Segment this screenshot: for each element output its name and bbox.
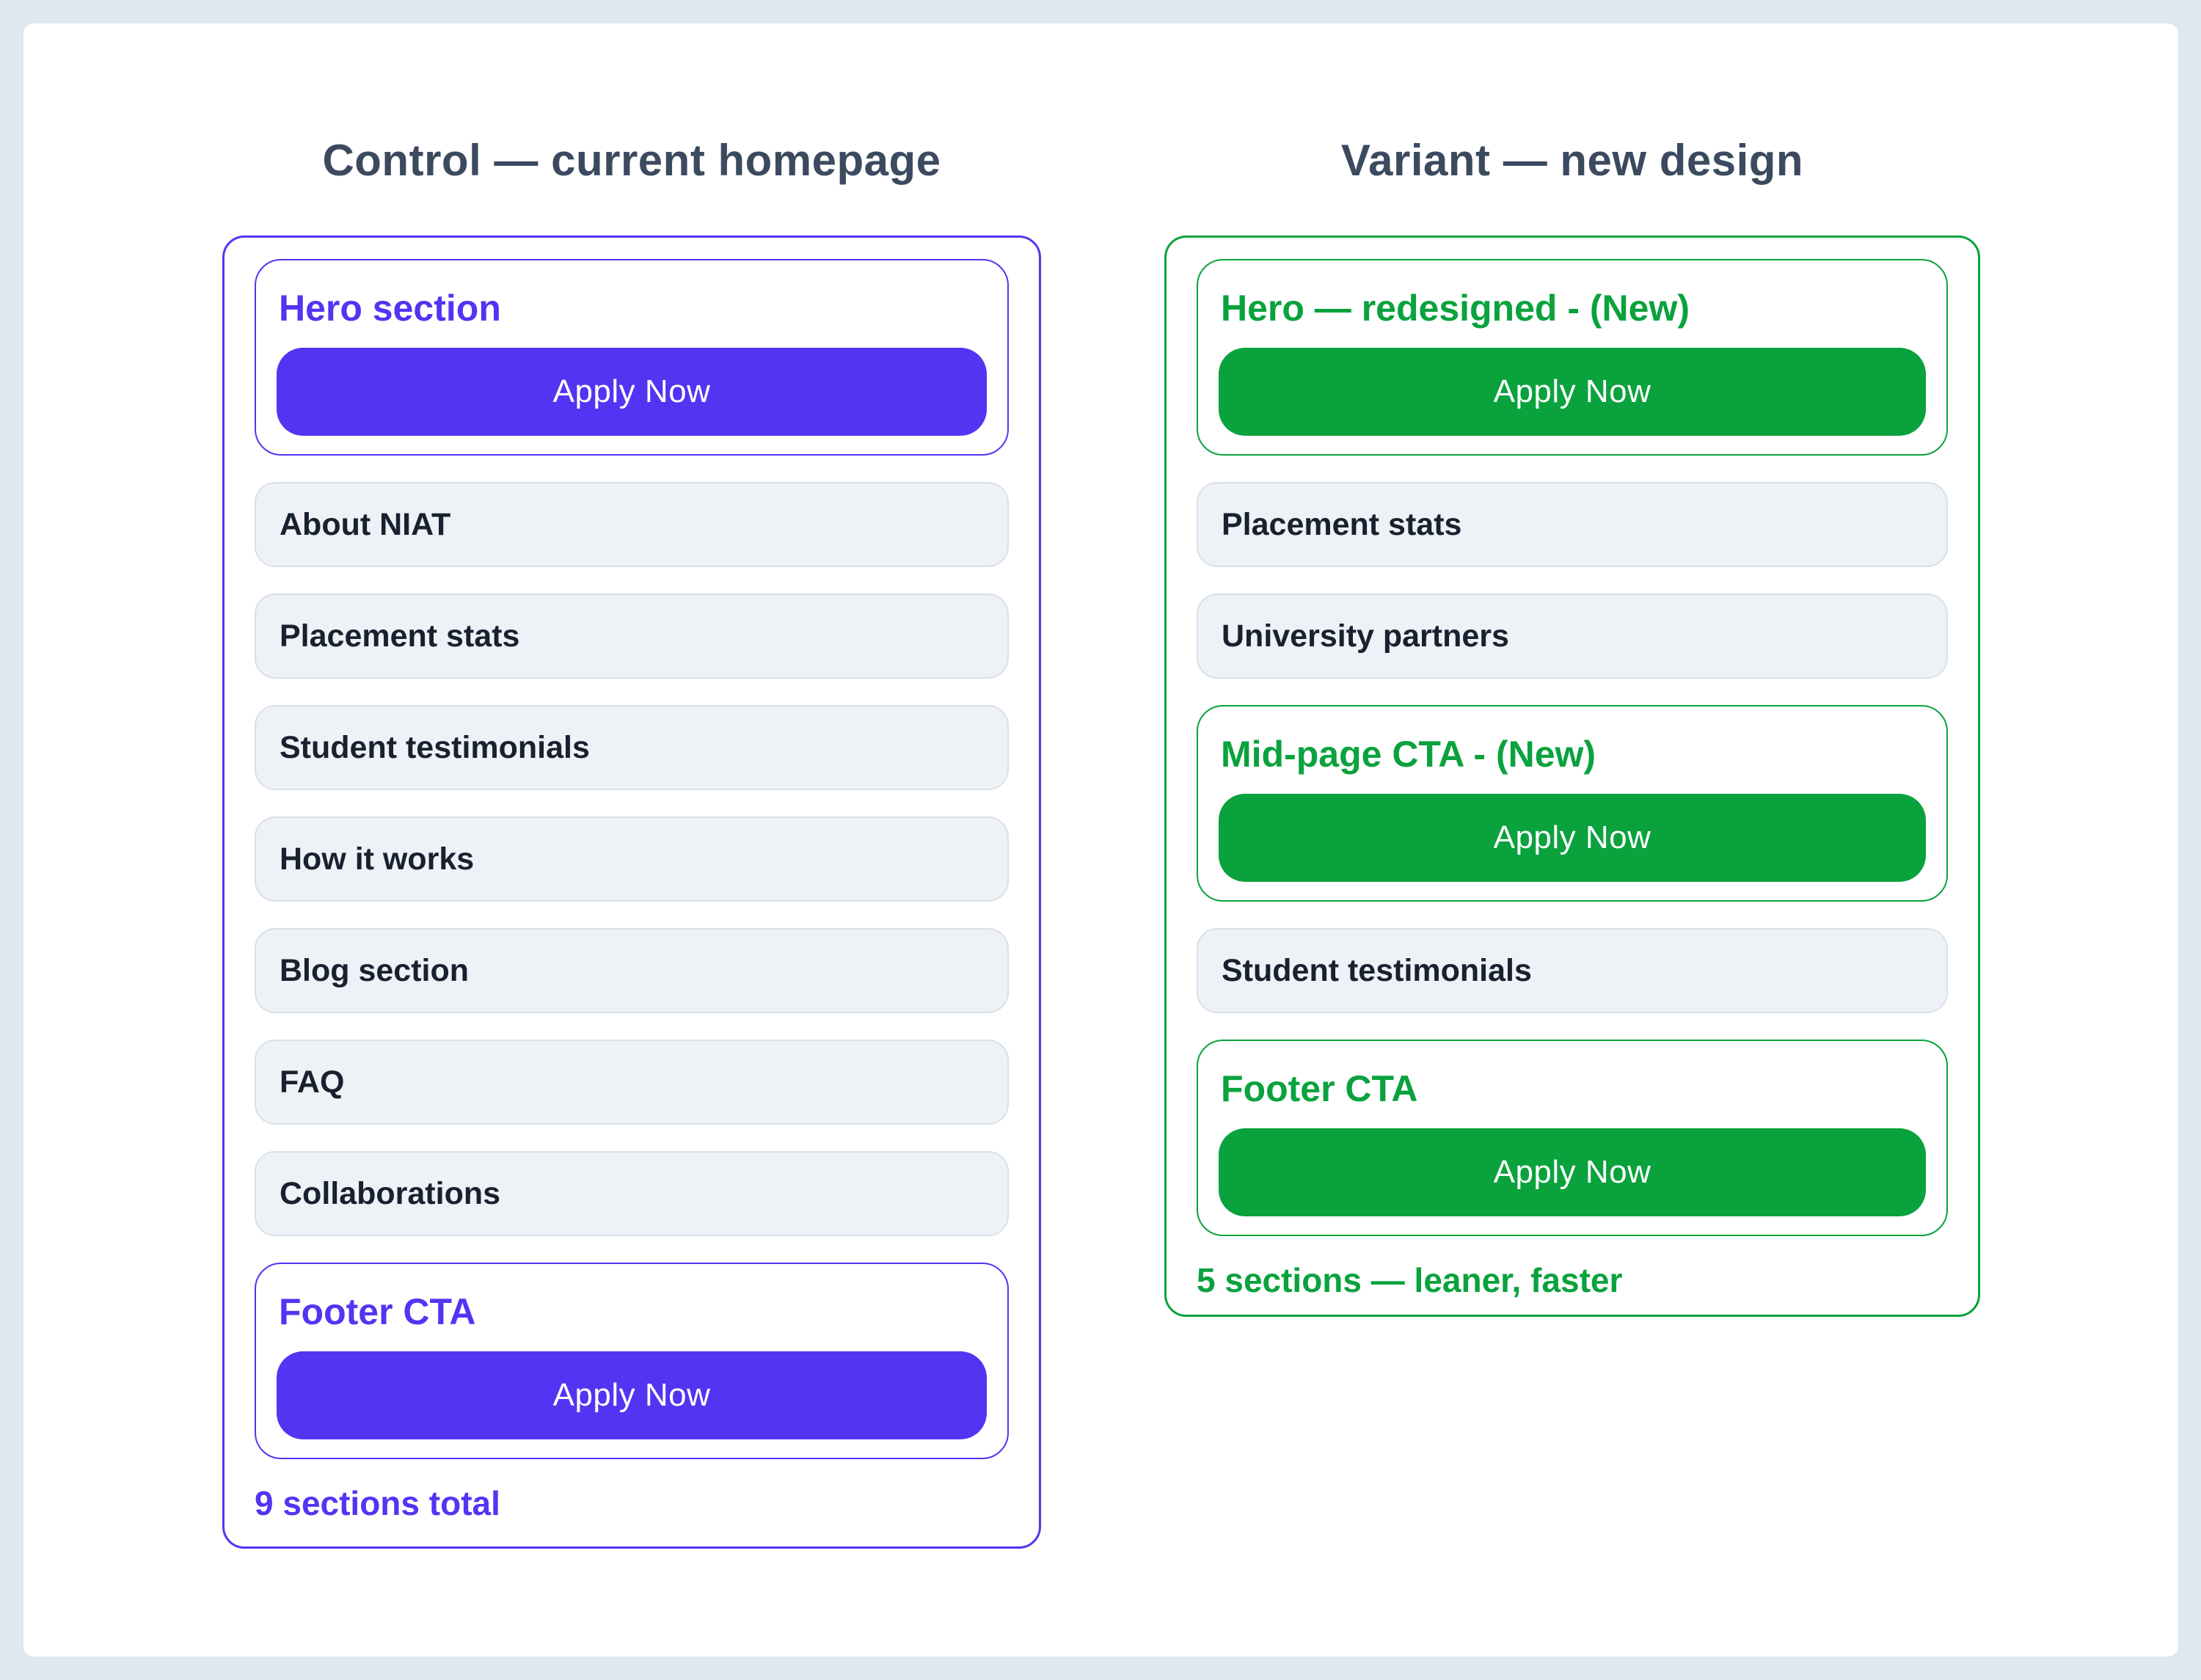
control-column-title: Control — current homepage — [322, 135, 941, 185]
variant-mid-cta-label: Mid-page CTA - (New) — [1221, 734, 1596, 775]
variant-mid-apply-now-button[interactable]: Apply Now — [1219, 794, 1926, 882]
variant-hero-section-box: Hero — redesigned - (New) Apply Now — [1197, 259, 1948, 456]
variant-column-title: Variant — new design — [1340, 135, 1804, 185]
control-row-faq: FAQ — [255, 1040, 1009, 1125]
variant-row-student-testimonials: Student testimonials — [1197, 928, 1948, 1013]
control-footer-apply-now-button[interactable]: Apply Now — [277, 1351, 987, 1439]
control-row-collaborations: Collaborations — [255, 1151, 1009, 1236]
variant-row-placement-stats: Placement stats — [1197, 482, 1948, 567]
variant-footer-cta-box: Footer CTA Apply Now — [1197, 1040, 1948, 1236]
variant-mid-page-cta-box: Mid-page CTA - (New) Apply Now — [1197, 705, 1948, 902]
control-row-about-niat: About NIAT — [255, 482, 1009, 567]
variant-row-university-partners: University partners — [1197, 594, 1948, 679]
variant-panel: Hero — redesigned - (New) Apply Now Plac… — [1164, 235, 1980, 1317]
control-row-placement-stats: Placement stats — [255, 594, 1009, 679]
control-panel: Hero section Apply Now About NIAT Placem… — [222, 235, 1041, 1549]
variant-hero-label: Hero — redesigned - (New) — [1221, 288, 1690, 329]
control-hero-section-box: Hero section Apply Now — [255, 259, 1009, 456]
control-row-how-it-works: How it works — [255, 817, 1009, 902]
control-footer-label: Footer CTA — [279, 1291, 476, 1332]
control-sections-caption: 9 sections total — [255, 1484, 500, 1522]
variant-sections-caption: 5 sections — leaner, faster — [1197, 1261, 1623, 1299]
control-row-blog-section: Blog section — [255, 928, 1009, 1013]
control-hero-label: Hero section — [279, 288, 501, 329]
control-hero-apply-now-button[interactable]: Apply Now — [277, 348, 987, 436]
control-row-student-testimonials: Student testimonials — [255, 705, 1009, 790]
variant-footer-label: Footer CTA — [1221, 1068, 1418, 1109]
variant-footer-apply-now-button[interactable]: Apply Now — [1219, 1128, 1926, 1216]
variant-hero-apply-now-button[interactable]: Apply Now — [1219, 348, 1926, 436]
control-footer-cta-box: Footer CTA Apply Now — [255, 1263, 1009, 1459]
